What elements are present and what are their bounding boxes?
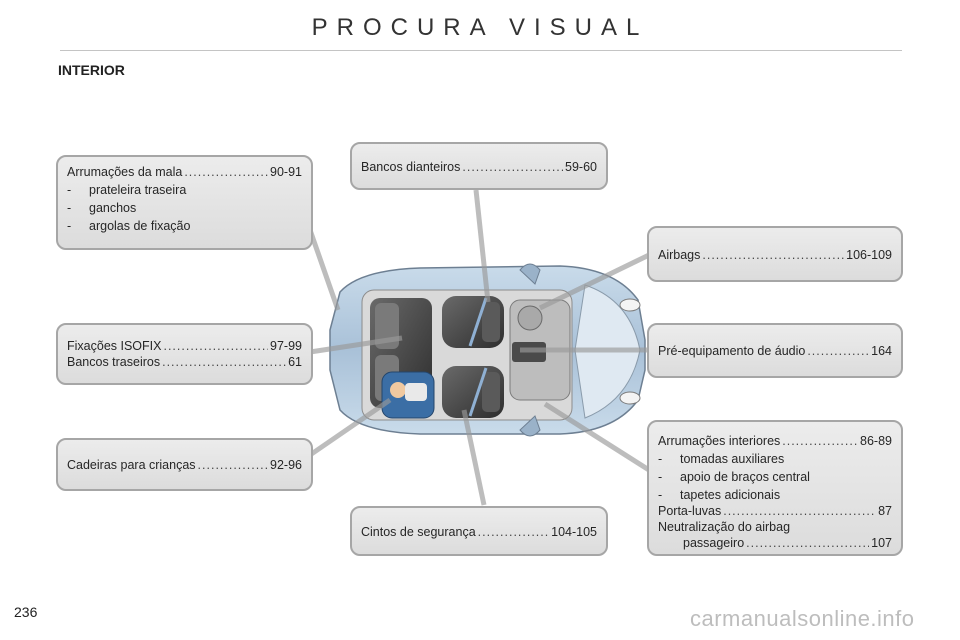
leader-lines <box>307 189 651 506</box>
front-seat-right <box>442 366 504 418</box>
watermark: carmanualsonline.info <box>690 606 915 631</box>
callout-label: Bancos traseiros <box>67 355 161 369</box>
page-number: 236 <box>14 604 38 620</box>
page-ref: 106-109 <box>846 248 892 262</box>
page-ref: 97-99 <box>270 339 302 353</box>
callout-label: Fixações ISOFIX <box>67 339 162 353</box>
list-item: -tapetes adicionais <box>658 488 781 502</box>
leader-dots <box>478 524 549 540</box>
page-ref: 86-89 <box>860 434 892 448</box>
list-item: -apoio de braços central <box>658 470 810 484</box>
callout-airbags: Airbags 106-109 <box>647 226 903 282</box>
section-heading: INTERIOR <box>58 62 125 78</box>
page-ref: 87 <box>878 504 892 518</box>
headlight-icon <box>619 298 641 405</box>
callout-label: Arrumações da mala <box>67 165 183 179</box>
page-ref: 92-96 <box>270 458 302 472</box>
page-ref: 90-91 <box>270 165 302 179</box>
callout-label: Airbags <box>658 248 701 262</box>
leader-dots <box>746 535 869 551</box>
leader-dots <box>162 354 286 370</box>
list-item: -argolas de fixação <box>67 219 191 233</box>
callout-isofix-rear-seats: Fixações ISOFIX 97-99 Bancos traseiros 6… <box>56 323 313 385</box>
leader-dots <box>184 164 268 180</box>
callout-label: Arrumações interiores <box>658 434 781 448</box>
callout-label: Neutralização do airbag <box>658 520 791 534</box>
list-item: -prateleira traseira <box>67 183 187 197</box>
callout-interior-storage: Arrumações interiores 86-89 -tomadas aux… <box>647 420 903 556</box>
list-item: -ganchos <box>67 201 137 215</box>
callout-child-seats: Cadeiras para crianças 92-96 <box>56 438 313 491</box>
callout-label: Cadeiras para crianças <box>67 458 196 472</box>
leader-dots <box>163 338 268 354</box>
list-item: -tomadas auxiliares <box>658 452 785 466</box>
page-ref: 59-60 <box>565 160 597 174</box>
callout-label: Porta-luvas <box>658 504 722 518</box>
callout-seatbelts: Cintos de segurança 104-105 <box>350 506 608 556</box>
callout-label: Bancos dianteiros <box>361 160 461 174</box>
leader-dots <box>198 457 268 473</box>
child-seat-icon <box>381 371 435 419</box>
seatbelt-icon <box>468 297 488 417</box>
callout-front-seats: Bancos dianteiros 59-60 <box>350 142 608 190</box>
page-ref: 164 <box>871 344 892 358</box>
mirror-right-icon <box>519 415 541 437</box>
page-ref: 107 <box>871 536 892 550</box>
mirror-left-icon <box>519 263 541 285</box>
title-divider <box>60 50 902 51</box>
callout-label: Pré-equipamento de áudio <box>658 344 806 358</box>
leader-dots <box>782 433 858 449</box>
page-title: PROCURA VISUAL <box>311 14 649 41</box>
callout-audio: Pré-equipamento de áudio 164 <box>647 323 903 378</box>
front-seat-left <box>442 296 504 348</box>
page-ref: 61 <box>288 355 302 369</box>
callout-label: passageiro <box>683 536 745 550</box>
leader-dots <box>723 503 876 519</box>
callout-trunk-storage: Arrumações da mala 90-91 -prateleira tra… <box>56 155 313 250</box>
leader-dots <box>462 159 563 175</box>
leader-dots <box>807 343 869 359</box>
leader-dots <box>702 247 844 263</box>
callout-label: Cintos de segurança <box>361 525 476 539</box>
page-ref: 104-105 <box>551 525 597 539</box>
